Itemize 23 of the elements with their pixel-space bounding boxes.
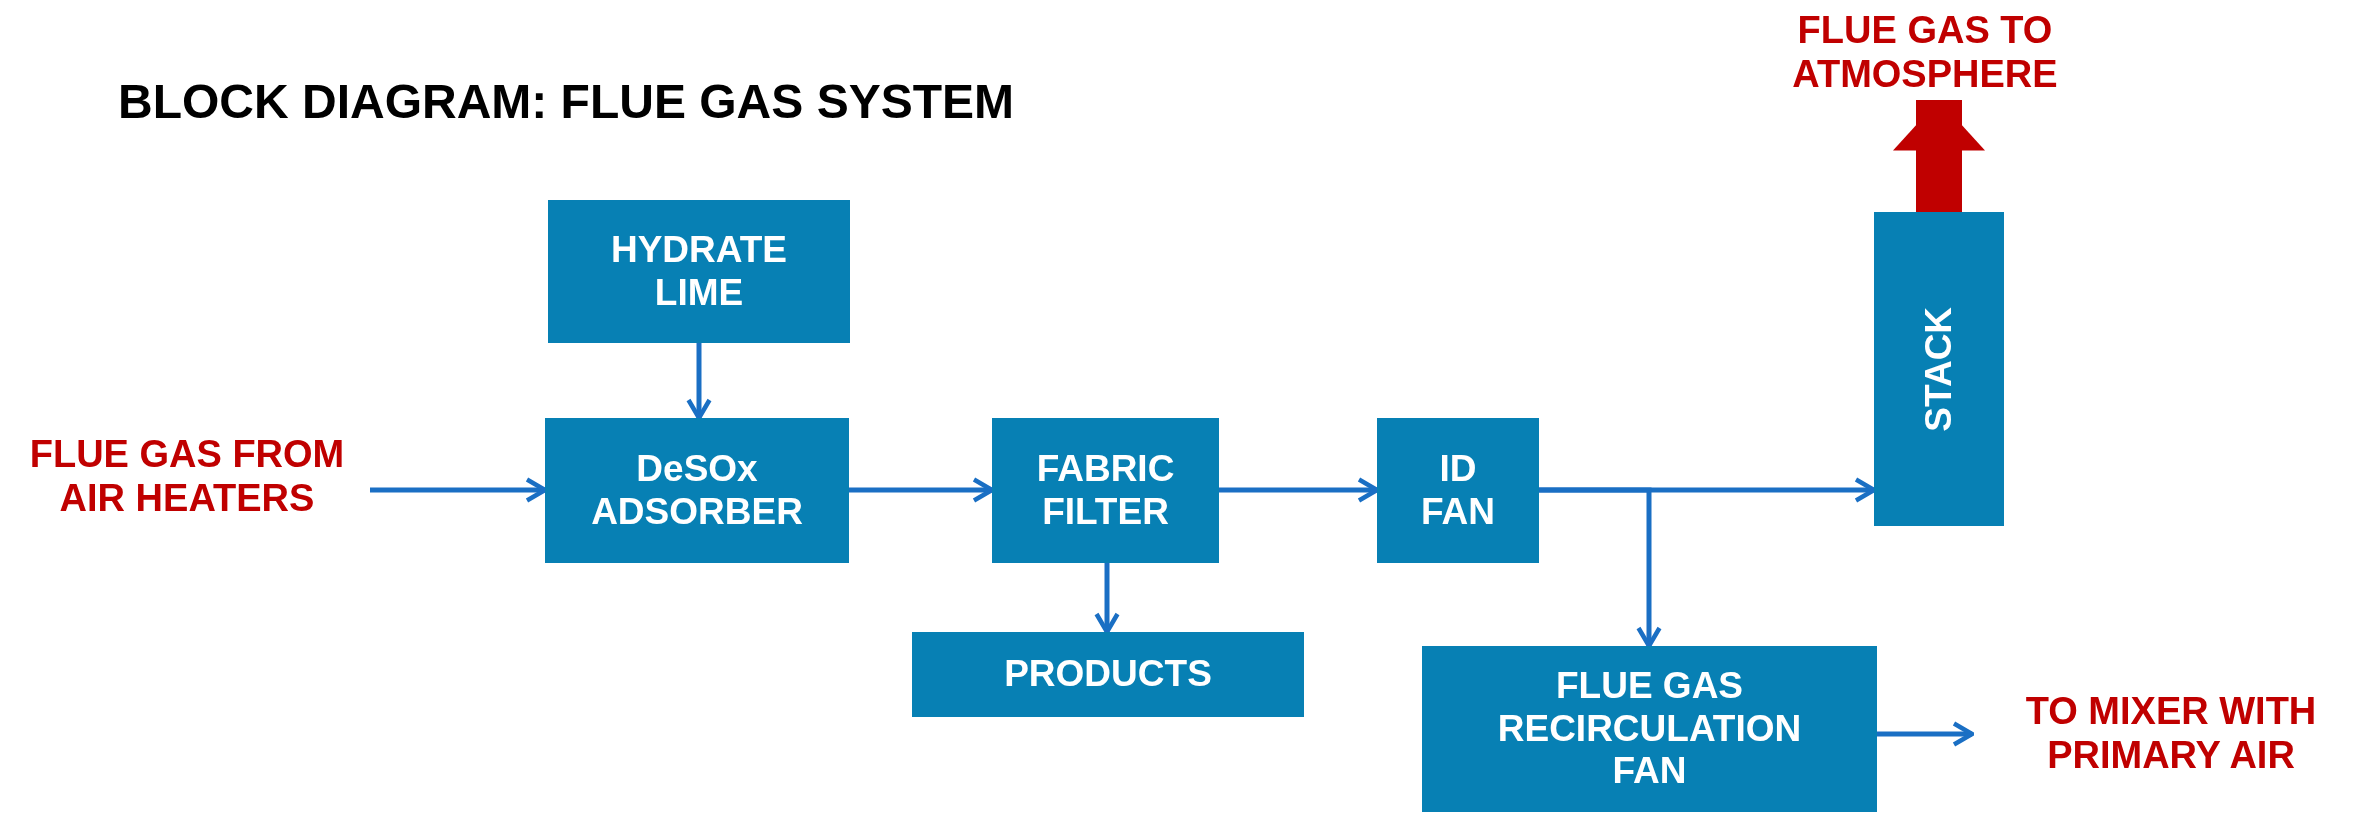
diagram-title: BLOCK DIAGRAM: FLUE GAS SYSTEM <box>118 78 1014 126</box>
process-box <box>545 418 849 563</box>
arrow <box>686 343 712 421</box>
flow-label: TO MIXER WITH PRIMARY AIR <box>2024 690 2318 778</box>
process-box <box>1422 646 1877 812</box>
flow-label: FLUE GAS TO ATMOSPHERE <box>1791 9 2059 97</box>
box-label: PRODUCTS <box>1004 653 1212 696</box>
process-box <box>1377 418 1539 563</box>
box-label: ID FAN <box>1420 447 1496 534</box>
box-label: HYDRATE LIME <box>609 228 789 315</box>
flow-label: FLUE GAS FROM AIR HEATERS <box>28 433 346 521</box>
arrow <box>1539 487 1662 649</box>
arrow <box>1877 721 1975 747</box>
process-box <box>992 418 1219 563</box>
process-box <box>912 632 1304 717</box>
process-box <box>1874 212 2004 526</box>
box-label: FLUE GAS RECIRCULATION FAN <box>1496 665 1803 793</box>
box-label: FABRIC FILTER <box>1035 447 1176 534</box>
box-label: DeSOx ADSORBER <box>590 447 804 534</box>
arrow <box>1094 563 1120 635</box>
process-box <box>548 200 850 343</box>
box-label: STACK <box>1917 306 1960 432</box>
thick-arrow <box>1893 100 1985 212</box>
